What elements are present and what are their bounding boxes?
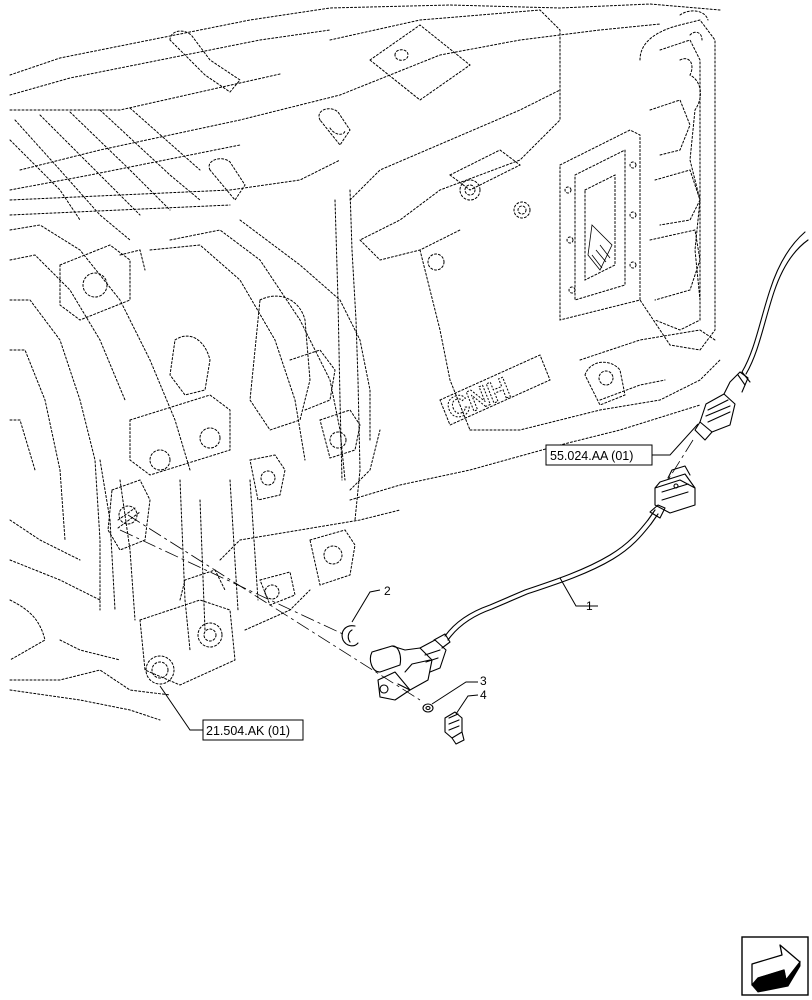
washer xyxy=(422,703,434,713)
reference-55024AA-label: 55.024.AA (01) xyxy=(550,449,633,463)
sensor-harness-cable xyxy=(444,504,666,641)
mating-harness-connector xyxy=(694,371,751,441)
callout-3: 3 xyxy=(480,674,487,688)
callout-leaders xyxy=(159,423,699,731)
callout-1: 1 xyxy=(586,599,593,613)
arrow-next-icon[interactable] xyxy=(741,936,809,996)
speed-sensor xyxy=(369,633,451,701)
cnh-logo: CNH xyxy=(442,371,516,427)
harness-connector xyxy=(654,465,696,514)
mating-harness-cable xyxy=(741,231,809,375)
bolt xyxy=(444,711,465,745)
housing-logo-text: CNH xyxy=(442,372,515,427)
reference-55024AA[interactable]: 55.024.AA (01) xyxy=(545,444,653,466)
o-ring xyxy=(341,625,359,647)
callout-2: 2 xyxy=(384,584,391,598)
transmission-housing: CNH xyxy=(9,3,721,721)
reference-21504AK-label: 21.504.AK (01) xyxy=(206,724,290,738)
reference-21504AK[interactable]: 21.504.AK (01) xyxy=(202,719,304,741)
callout-4: 4 xyxy=(480,688,487,702)
assembly-centerlines xyxy=(119,439,694,701)
